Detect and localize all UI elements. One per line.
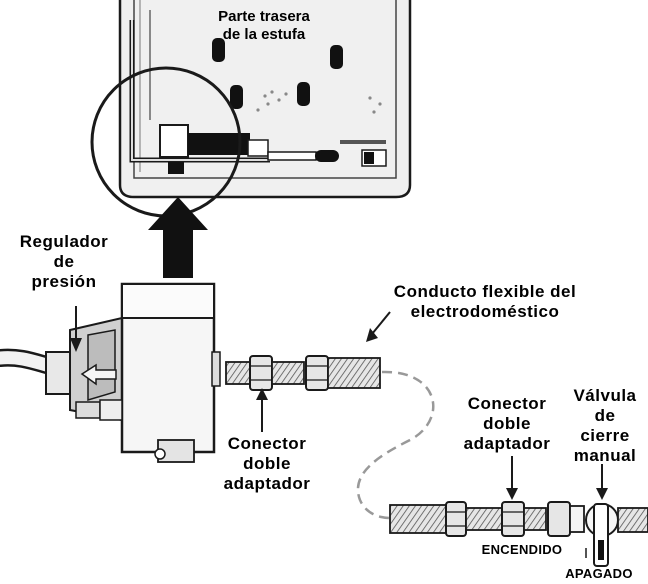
manual-shutoff-valve [547,501,648,567]
label-double-adapter-left: Conector doble adaptador [223,434,311,494]
stove-slot [297,82,310,106]
stove-regulator [159,124,189,158]
stove-slot [330,45,343,69]
label-stove-back: Parte trasera de la estufa [218,8,310,43]
pressure-regulator [0,282,221,463]
double-adapter-right [465,501,547,537]
stove-slot [230,85,243,109]
label-double-adapter-right: Conector doble adaptador [463,394,551,454]
label-on-position: ENCENDIDO [481,542,563,557]
flexible-connector [305,355,467,537]
label-off-position: APAGADO [565,566,633,581]
valve-handle [593,503,609,567]
flow-arrow-icon [80,363,117,386]
label-pressure-regulator: Regulador de presión [19,232,109,292]
up-arrow-icon [148,197,208,278]
double-adapter-left [225,355,305,391]
stove-slot [212,38,225,62]
label-shutoff-valve: Válvula de cierre manual [573,386,637,466]
stove-back [118,0,412,199]
label-flex-connector: Conducto flexible del electrodoméstico [393,282,577,322]
